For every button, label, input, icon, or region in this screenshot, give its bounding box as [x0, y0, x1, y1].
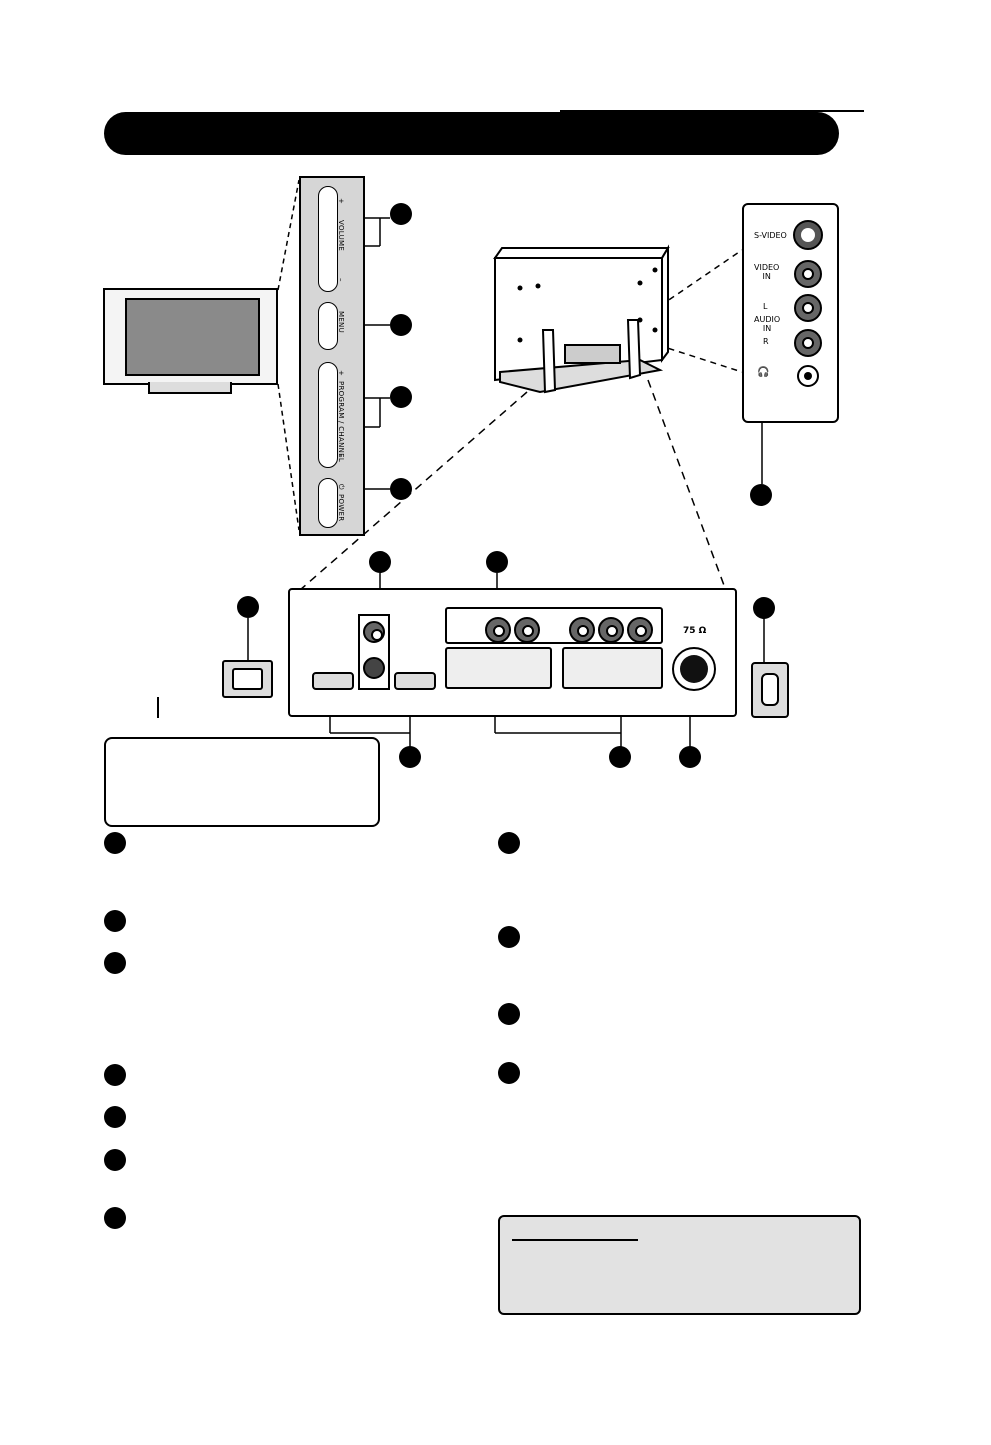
- video-in-label: VIDEO IN: [754, 263, 780, 281]
- legend-badge: [104, 1064, 126, 1086]
- headphone-jack[interactable]: [797, 365, 819, 387]
- side-connector-panel: S-VIDEO VIDEO IN L AUDIO IN R 🎧: [742, 203, 839, 423]
- callout-badge: [399, 746, 421, 768]
- audio-left-jack[interactable]: [794, 294, 822, 322]
- component-audio-r-jack[interactable]: [514, 617, 540, 643]
- header-rule: [560, 110, 864, 112]
- callout-badge: [390, 203, 412, 225]
- program-channel-button[interactable]: [318, 362, 338, 468]
- legend-badge: [104, 910, 126, 932]
- headphone-icon: 🎧: [757, 367, 770, 378]
- audio-in-label: AUDIO IN: [754, 315, 781, 333]
- callout-badge: [369, 551, 391, 573]
- video-in-jack[interactable]: [794, 260, 822, 288]
- legend-badge: [104, 1149, 126, 1171]
- legend-badge: [498, 832, 520, 854]
- info-box: [498, 1215, 861, 1315]
- legend-badge: [104, 1106, 126, 1128]
- optical-out-jack[interactable]: [363, 657, 385, 679]
- svideo-label: S-VIDEO: [754, 231, 787, 240]
- rear-connector-panel: [288, 588, 737, 717]
- component-pb-jack[interactable]: [598, 617, 624, 643]
- callout-badge: [750, 484, 772, 506]
- callout-badge: [486, 551, 508, 573]
- section-title-bar: [104, 112, 839, 155]
- scart-1-connector[interactable]: [445, 647, 552, 689]
- hdmi-2-connector[interactable]: [394, 672, 436, 690]
- component-input-block: [445, 607, 663, 644]
- scart-2-connector[interactable]: [562, 647, 663, 689]
- menu-button[interactable]: [318, 302, 338, 350]
- callout-badge: [753, 597, 775, 619]
- svideo-jack[interactable]: [793, 220, 823, 250]
- front-control-panel: + VOLUME – MENU + PROGRAM / CHANNEL – ⏻ …: [299, 176, 365, 536]
- tv-front-illustration: [103, 288, 278, 385]
- callout-badge: [390, 478, 412, 500]
- legend-badge: [498, 1062, 520, 1084]
- callout-badge: [237, 596, 259, 618]
- legend-badge: [104, 1207, 126, 1229]
- legend-badge: [104, 832, 126, 854]
- component-audio-l-jack[interactable]: [485, 617, 511, 643]
- callout-badge: [390, 314, 412, 336]
- audio-left-label: L: [763, 302, 768, 311]
- dc-power-inlet[interactable]: [751, 662, 789, 718]
- callout-badge: [609, 746, 631, 768]
- divider-tick: [157, 697, 159, 718]
- audio-right-label: R: [763, 337, 769, 346]
- power-button[interactable]: [318, 478, 338, 528]
- legend-badge: [498, 1003, 520, 1025]
- antenna-impedance-label: 75 Ω: [683, 626, 707, 636]
- legend-badge: [498, 926, 520, 948]
- note-box: [104, 737, 380, 827]
- info-box-heading-rule: [512, 1239, 638, 1241]
- antenna-input-jack[interactable]: [672, 647, 716, 691]
- volume-button[interactable]: [318, 186, 338, 292]
- tv-screen: [125, 298, 260, 376]
- audio-right-jack[interactable]: [794, 329, 822, 357]
- tv-stand: [148, 382, 232, 394]
- mains-inlet[interactable]: [222, 660, 273, 698]
- callout-badge: [390, 386, 412, 408]
- hdmi-1-connector[interactable]: [312, 672, 354, 690]
- component-y-jack[interactable]: [569, 617, 595, 643]
- digital-audio-block: [358, 614, 390, 690]
- component-pr-jack[interactable]: [627, 617, 653, 643]
- legend-badge: [104, 952, 126, 974]
- coax-digital-out-jack[interactable]: [363, 621, 385, 643]
- callout-badge: [679, 746, 701, 768]
